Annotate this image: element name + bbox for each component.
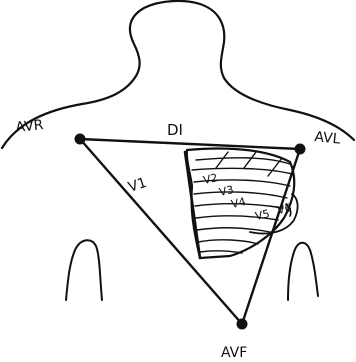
lead-i-label: DI bbox=[167, 121, 183, 139]
avf-label: AVF bbox=[221, 345, 247, 361]
avr-label: AVR bbox=[15, 117, 45, 136]
v4-label: V4 bbox=[230, 195, 247, 211]
avl-electrode bbox=[295, 144, 306, 155]
v5-label: V5 bbox=[254, 207, 271, 223]
avr-electrode bbox=[75, 134, 86, 145]
right-arm-inner-contour bbox=[66, 240, 102, 300]
v3-label: V3 bbox=[218, 183, 235, 199]
avf-electrode bbox=[237, 319, 248, 330]
v1-label: V1 bbox=[126, 175, 149, 196]
v2-label: V2 bbox=[202, 171, 219, 187]
avl-label: AVL bbox=[314, 129, 342, 148]
left-arm-inner-contour bbox=[288, 243, 318, 300]
